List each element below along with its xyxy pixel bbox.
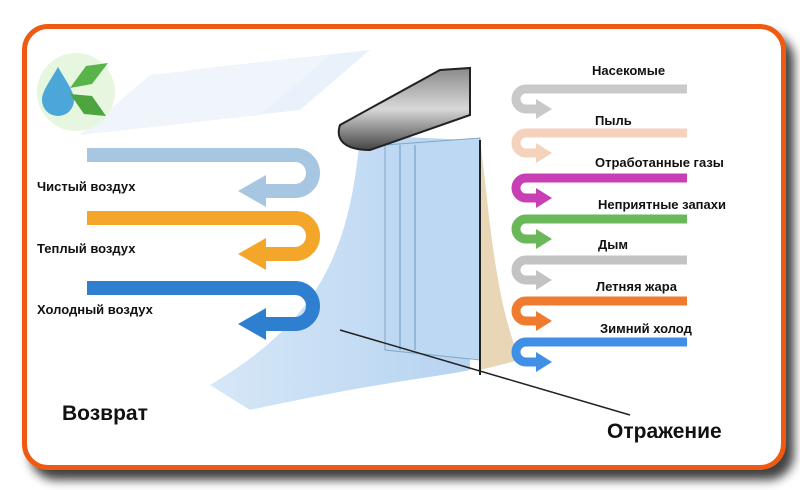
right-arrowhead bbox=[536, 143, 552, 163]
right-arrowhead bbox=[536, 311, 552, 331]
right-flow-label: Неприятные запахи bbox=[598, 197, 726, 212]
air-streaks bbox=[80, 50, 370, 135]
right-flow-arrow bbox=[511, 214, 687, 244]
air-curtain-flow bbox=[210, 135, 631, 416]
bottom-label-right: Отражение bbox=[607, 420, 722, 443]
left-flow-label: Чистый воздух bbox=[37, 179, 136, 194]
right-arrowhead bbox=[536, 270, 552, 290]
bottom-label-left: Возврат bbox=[62, 402, 148, 425]
right-arrowhead bbox=[536, 99, 552, 119]
right-arrowhead bbox=[536, 352, 552, 372]
right-flow-arrow bbox=[511, 84, 687, 114]
left-flow-label: Холодный воздух bbox=[37, 302, 153, 317]
right-flow-label: Дым bbox=[598, 237, 628, 252]
right-flow-arrow bbox=[511, 337, 687, 367]
left-arrowhead bbox=[238, 175, 266, 207]
left-arrowhead bbox=[238, 308, 266, 340]
right-arrowhead bbox=[536, 229, 552, 249]
left-flow-label: Теплый воздух bbox=[37, 241, 136, 256]
right-flow-arrow bbox=[511, 255, 687, 285]
left-flow-arrow bbox=[87, 148, 320, 198]
air-curtain-unit-icon bbox=[337, 66, 471, 152]
right-flow-label: Отработанные газы bbox=[595, 155, 724, 170]
water-leaf-logo-icon bbox=[37, 53, 115, 131]
right-arrowhead bbox=[536, 188, 552, 208]
right-flow-label: Зимний холод bbox=[600, 321, 692, 336]
left-flow-arrow bbox=[87, 281, 320, 331]
right-flow-arrow bbox=[511, 173, 687, 203]
left-flow-arrow bbox=[87, 211, 320, 261]
right-flow-label: Насекомые bbox=[592, 63, 666, 78]
right-flow-arrow bbox=[511, 128, 687, 158]
right-flow-arrow bbox=[511, 296, 687, 326]
right-flow-label: Пыль bbox=[595, 113, 632, 128]
right-flow-label: Летняя жара bbox=[596, 279, 677, 294]
left-arrowhead bbox=[238, 238, 266, 270]
